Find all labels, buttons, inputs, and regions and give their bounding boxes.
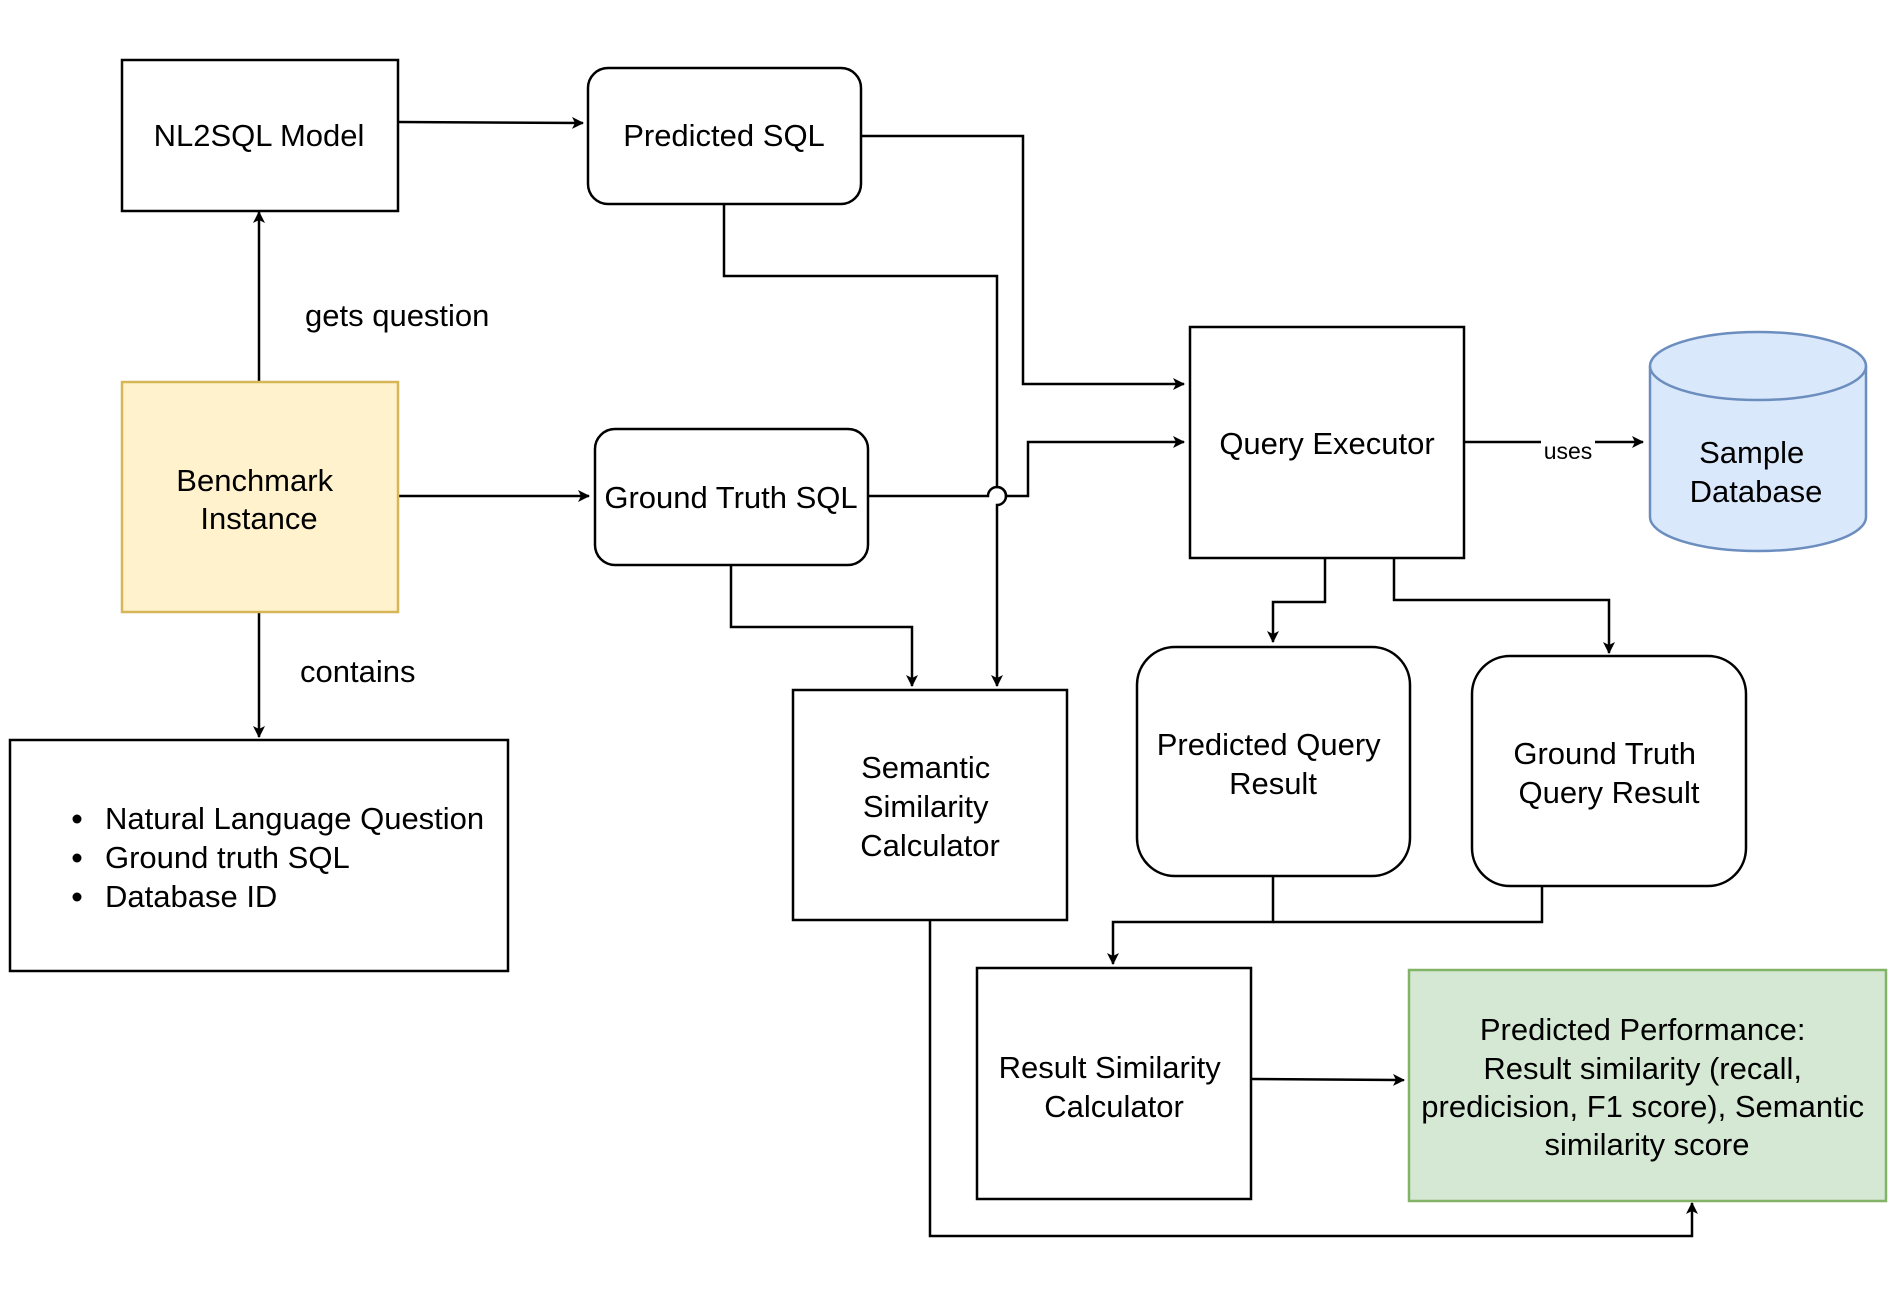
predicted-performance-label: Predicted Performance: Result similarity…: [1421, 1012, 1872, 1162]
predicted-query-result-label: Predicted Query Result: [1157, 727, 1390, 801]
database-cylinder: [1648, 330, 1868, 553]
edge-model-to-predicted-sql: [397, 116, 584, 129]
node-query-executor: Query Executor: [1188, 325, 1466, 560]
bullet-point: [72, 892, 82, 902]
list-item: Natural Language Question: [105, 801, 484, 836]
edge-executor-to-ground-truth-result: [1392, 558, 1615, 654]
semantic-similarity-calculator-label: Semantic Similarity Calculator: [860, 750, 1000, 863]
edges: [253, 116, 1698, 1238]
edge-result-calculator-to-performance: [1250, 1073, 1405, 1086]
list-item: Ground truth SQL: [105, 840, 350, 875]
predicted-sql-label: Predicted SQL: [623, 118, 825, 153]
node-sample-database: Sample Database: [1648, 330, 1868, 553]
node-ground-truth-sql: Ground Truth SQL: [593, 427, 870, 567]
edge-ground-truth-sql-to-executor: [867, 436, 1185, 498]
label-contains: contains: [300, 654, 415, 689]
node-instance-contents: Natural Language Question Ground truth S…: [8, 738, 510, 973]
edge-semantic-to-performance: [928, 920, 1698, 1238]
result-similarity-calculator-label: Result Similarity Calculator: [999, 1050, 1230, 1124]
node-predicted-query-result: Predicted Query Result: [1135, 645, 1412, 878]
bullet-point: [72, 853, 82, 863]
sample-database-label: Sample Database: [1690, 435, 1823, 509]
edge-ground-truth-sql-to-semantic: [729, 565, 918, 687]
node-semantic-similarity-calculator: Semantic Similarity Calculator: [791, 688, 1069, 922]
label-gets-question: gets question: [305, 298, 489, 333]
node-result-similarity-calculator: Result Similarity Calculator: [975, 966, 1253, 1201]
instance-contents-list: Natural Language Question Ground truth S…: [72, 801, 484, 914]
edge-ground-truth-result-to-result-calculator: [1273, 886, 1544, 924]
ground-truth-sql-label: Ground Truth SQL: [604, 480, 857, 515]
node-benchmark-instance: Benchmark Instance: [120, 380, 400, 614]
nl2sql-model-label: NL2SQL Model: [154, 118, 365, 153]
performance-box: [1407, 968, 1888, 1203]
bullet-point: [72, 814, 82, 824]
node-nl2sql-model: NL2SQL Model: [120, 58, 400, 213]
label-uses: uses: [1544, 438, 1593, 464]
benchmark-instance-label: Benchmark Instance: [176, 463, 341, 536]
node-predicted-performance: Predicted Performance: Result similarity…: [1407, 968, 1888, 1203]
node-ground-truth-query-result: Ground Truth Query Result: [1470, 654, 1748, 888]
edge-executor-to-predicted-result: [1267, 558, 1327, 643]
benchmark-box: [120, 380, 400, 614]
database-cylinder-rim: [1648, 365, 1868, 402]
node-predicted-sql: Predicted SQL: [586, 66, 863, 206]
edge-predicted-sql-to-executor: [861, 134, 1185, 390]
edge-predicted-result-to-result-calculator: [1107, 876, 1275, 965]
list-item: Database ID: [105, 879, 277, 914]
query-executor-label: Query Executor: [1219, 426, 1434, 461]
ground-truth-query-result-label: Ground Truth Query Result: [1513, 736, 1704, 810]
